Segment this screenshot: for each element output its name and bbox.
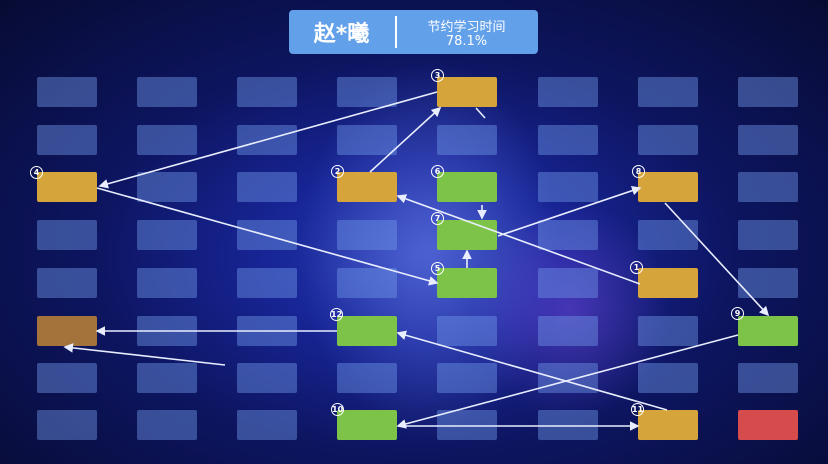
course-card[interactable] — [337, 125, 397, 155]
course-card[interactable] — [137, 125, 197, 155]
course-card[interactable] — [738, 77, 798, 107]
step-badge-5: 5 — [431, 262, 444, 275]
course-card[interactable] — [538, 172, 598, 202]
course-card[interactable] — [638, 125, 698, 155]
course-card[interactable] — [738, 363, 798, 393]
course-card[interactable] — [137, 410, 197, 440]
course-card[interactable] — [37, 410, 97, 440]
path-arrow — [664, 202, 770, 317]
path-arrow — [396, 194, 641, 285]
path-arrow — [396, 330, 668, 411]
path-arrow — [497, 186, 642, 237]
course-card-step-1[interactable] — [638, 268, 698, 298]
step-badge-2: 2 — [331, 165, 344, 178]
course-card-step-2[interactable] — [337, 172, 397, 202]
course-card[interactable] — [237, 410, 297, 440]
course-card[interactable] — [437, 316, 497, 346]
course-card[interactable] — [337, 268, 397, 298]
path-arrow — [475, 107, 486, 119]
background-glow — [470, 200, 670, 420]
background-glow — [300, 60, 560, 440]
course-card[interactable] — [437, 410, 497, 440]
course-card-step-5[interactable] — [437, 268, 497, 298]
path-arrow — [369, 106, 442, 173]
course-card[interactable] — [337, 220, 397, 250]
path-arrow — [96, 187, 439, 286]
course-card-step-11[interactable] — [638, 410, 698, 440]
course-card-step-9[interactable] — [738, 316, 798, 346]
course-card-step-3[interactable] — [437, 77, 497, 107]
step-badge-12: 12 — [330, 308, 343, 321]
course-card[interactable] — [37, 77, 97, 107]
course-card[interactable] — [538, 316, 598, 346]
course-card[interactable] — [638, 77, 698, 107]
step-badge-8: 8 — [632, 165, 645, 178]
course-card[interactable] — [638, 316, 698, 346]
course-card[interactable] — [738, 172, 798, 202]
course-card[interactable] — [137, 268, 197, 298]
course-card[interactable] — [538, 77, 598, 107]
path-arrow — [396, 334, 739, 429]
course-card-step-6[interactable] — [437, 172, 497, 202]
course-card[interactable] — [237, 172, 297, 202]
step-badge-3: 3 — [431, 69, 444, 82]
course-card[interactable] — [437, 363, 497, 393]
course-card[interactable] — [538, 125, 598, 155]
step-badge-10: 10 — [331, 403, 344, 416]
course-card[interactable] — [337, 77, 397, 107]
course-card[interactable] — [137, 363, 197, 393]
step-badge-4: 4 — [30, 166, 43, 179]
course-card[interactable] — [137, 172, 197, 202]
course-card[interactable] — [237, 268, 297, 298]
course-card-step-4[interactable] — [37, 172, 97, 202]
path-arrow — [98, 91, 438, 189]
course-card[interactable] — [437, 125, 497, 155]
step-badge-7: 7 — [431, 212, 444, 225]
saving-label: 节约学习时间 — [427, 20, 506, 35]
course-card[interactable] — [37, 125, 97, 155]
course-card[interactable] — [738, 220, 798, 250]
course-card[interactable] — [137, 77, 197, 107]
step-badge-11: 11 — [631, 403, 644, 416]
course-card[interactable] — [37, 268, 97, 298]
summary-header: 赵*曦 节约学习时间 78.1% — [289, 10, 538, 54]
course-card-done[interactable] — [37, 316, 97, 346]
course-card-step-12[interactable] — [337, 316, 397, 346]
student-name: 赵*曦 — [313, 22, 370, 47]
course-card-alert[interactable] — [738, 410, 798, 440]
course-card[interactable] — [137, 220, 197, 250]
course-card[interactable] — [738, 125, 798, 155]
course-card[interactable] — [237, 363, 297, 393]
course-card-step-10[interactable] — [337, 410, 397, 440]
course-card-step-8[interactable] — [638, 172, 698, 202]
course-card[interactable] — [538, 268, 598, 298]
course-card[interactable] — [538, 220, 598, 250]
course-card[interactable] — [37, 220, 97, 250]
course-card[interactable] — [638, 363, 698, 393]
course-card-step-7[interactable] — [437, 220, 497, 250]
course-card[interactable] — [337, 363, 397, 393]
course-card[interactable] — [37, 363, 97, 393]
step-badge-6: 6 — [431, 165, 444, 178]
header-divider — [395, 16, 397, 48]
course-card[interactable] — [538, 410, 598, 440]
course-card[interactable] — [638, 220, 698, 250]
saving-value: 78.1% — [445, 34, 488, 49]
course-card[interactable] — [237, 77, 297, 107]
step-badge-9: 9 — [731, 307, 744, 320]
path-arrow — [63, 343, 226, 366]
step-badge-1: 1 — [630, 261, 643, 274]
